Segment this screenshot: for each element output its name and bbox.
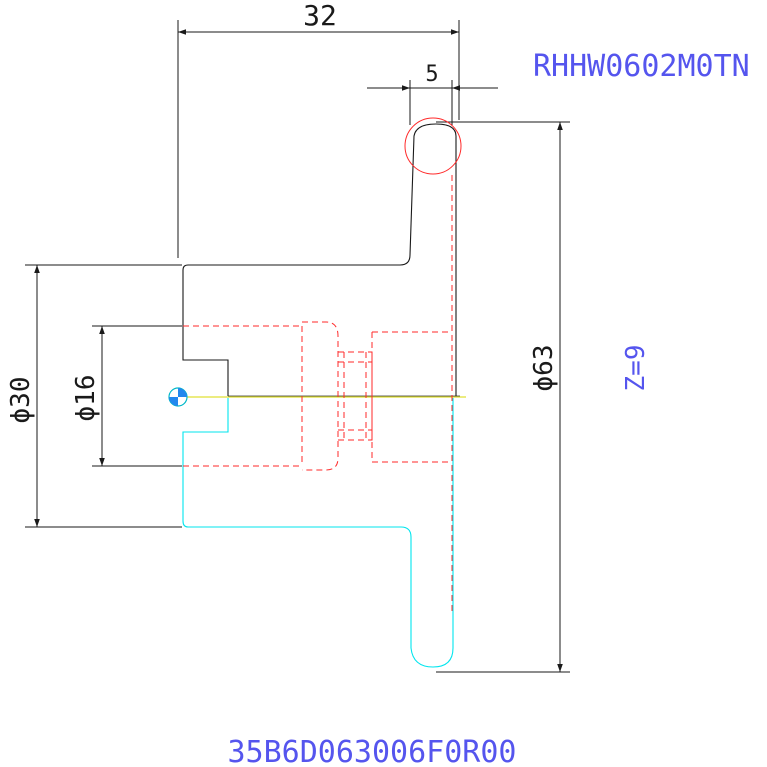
teeth-count-label: Z=9 — [621, 345, 651, 392]
cutter-outline-lower — [182, 398, 454, 668]
cutter-outline-upper — [182, 123, 457, 396]
hidden-lines — [183, 175, 453, 612]
extension-lines — [25, 20, 570, 673]
dim-text-32: 32 — [303, 0, 337, 32]
dim-text-63: ϕ63 — [529, 345, 559, 392]
dim-text-30: ϕ30 — [6, 377, 36, 424]
origin-symbol — [168, 387, 188, 407]
insert-code-label: RHHW0602M0TN — [533, 49, 750, 84]
dim-text-5: 5 — [425, 62, 438, 87]
insert-circle — [404, 117, 462, 175]
dim-text-16: ϕ16 — [71, 375, 101, 422]
part-code-label: 35B6D063006F0R00 — [228, 735, 517, 767]
dimension-lines — [34, 29, 563, 672]
